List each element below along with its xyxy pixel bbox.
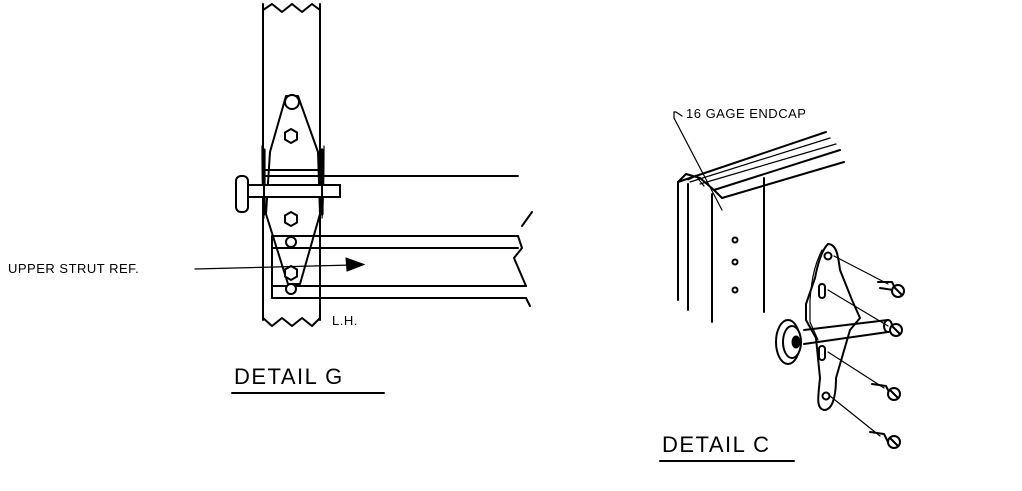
endcap-leader — [673, 111, 723, 211]
hex-bolt-icon — [284, 210, 298, 228]
hex-bolt-icon — [284, 264, 298, 282]
left-hand-note: L.H. — [332, 313, 358, 328]
detail-g — [194, 3, 533, 327]
roller-shaft — [235, 169, 341, 213]
upper-strut-leader — [194, 257, 366, 272]
upper-strut-label: UPPER STRUT REF. — [8, 261, 139, 276]
hinge-plate — [261, 94, 325, 295]
hinge-roller-assembly — [775, 243, 893, 411]
screws — [827, 255, 905, 449]
door-section-endcap — [677, 131, 845, 323]
detail-c-title: DETAIL C — [662, 432, 771, 457]
detail-g-title: DETAIL G — [234, 364, 344, 389]
detail-c — [673, 111, 905, 449]
hex-bolt-icon — [284, 127, 298, 145]
endcap-label: 16 GAGE ENDCAP — [686, 106, 806, 121]
